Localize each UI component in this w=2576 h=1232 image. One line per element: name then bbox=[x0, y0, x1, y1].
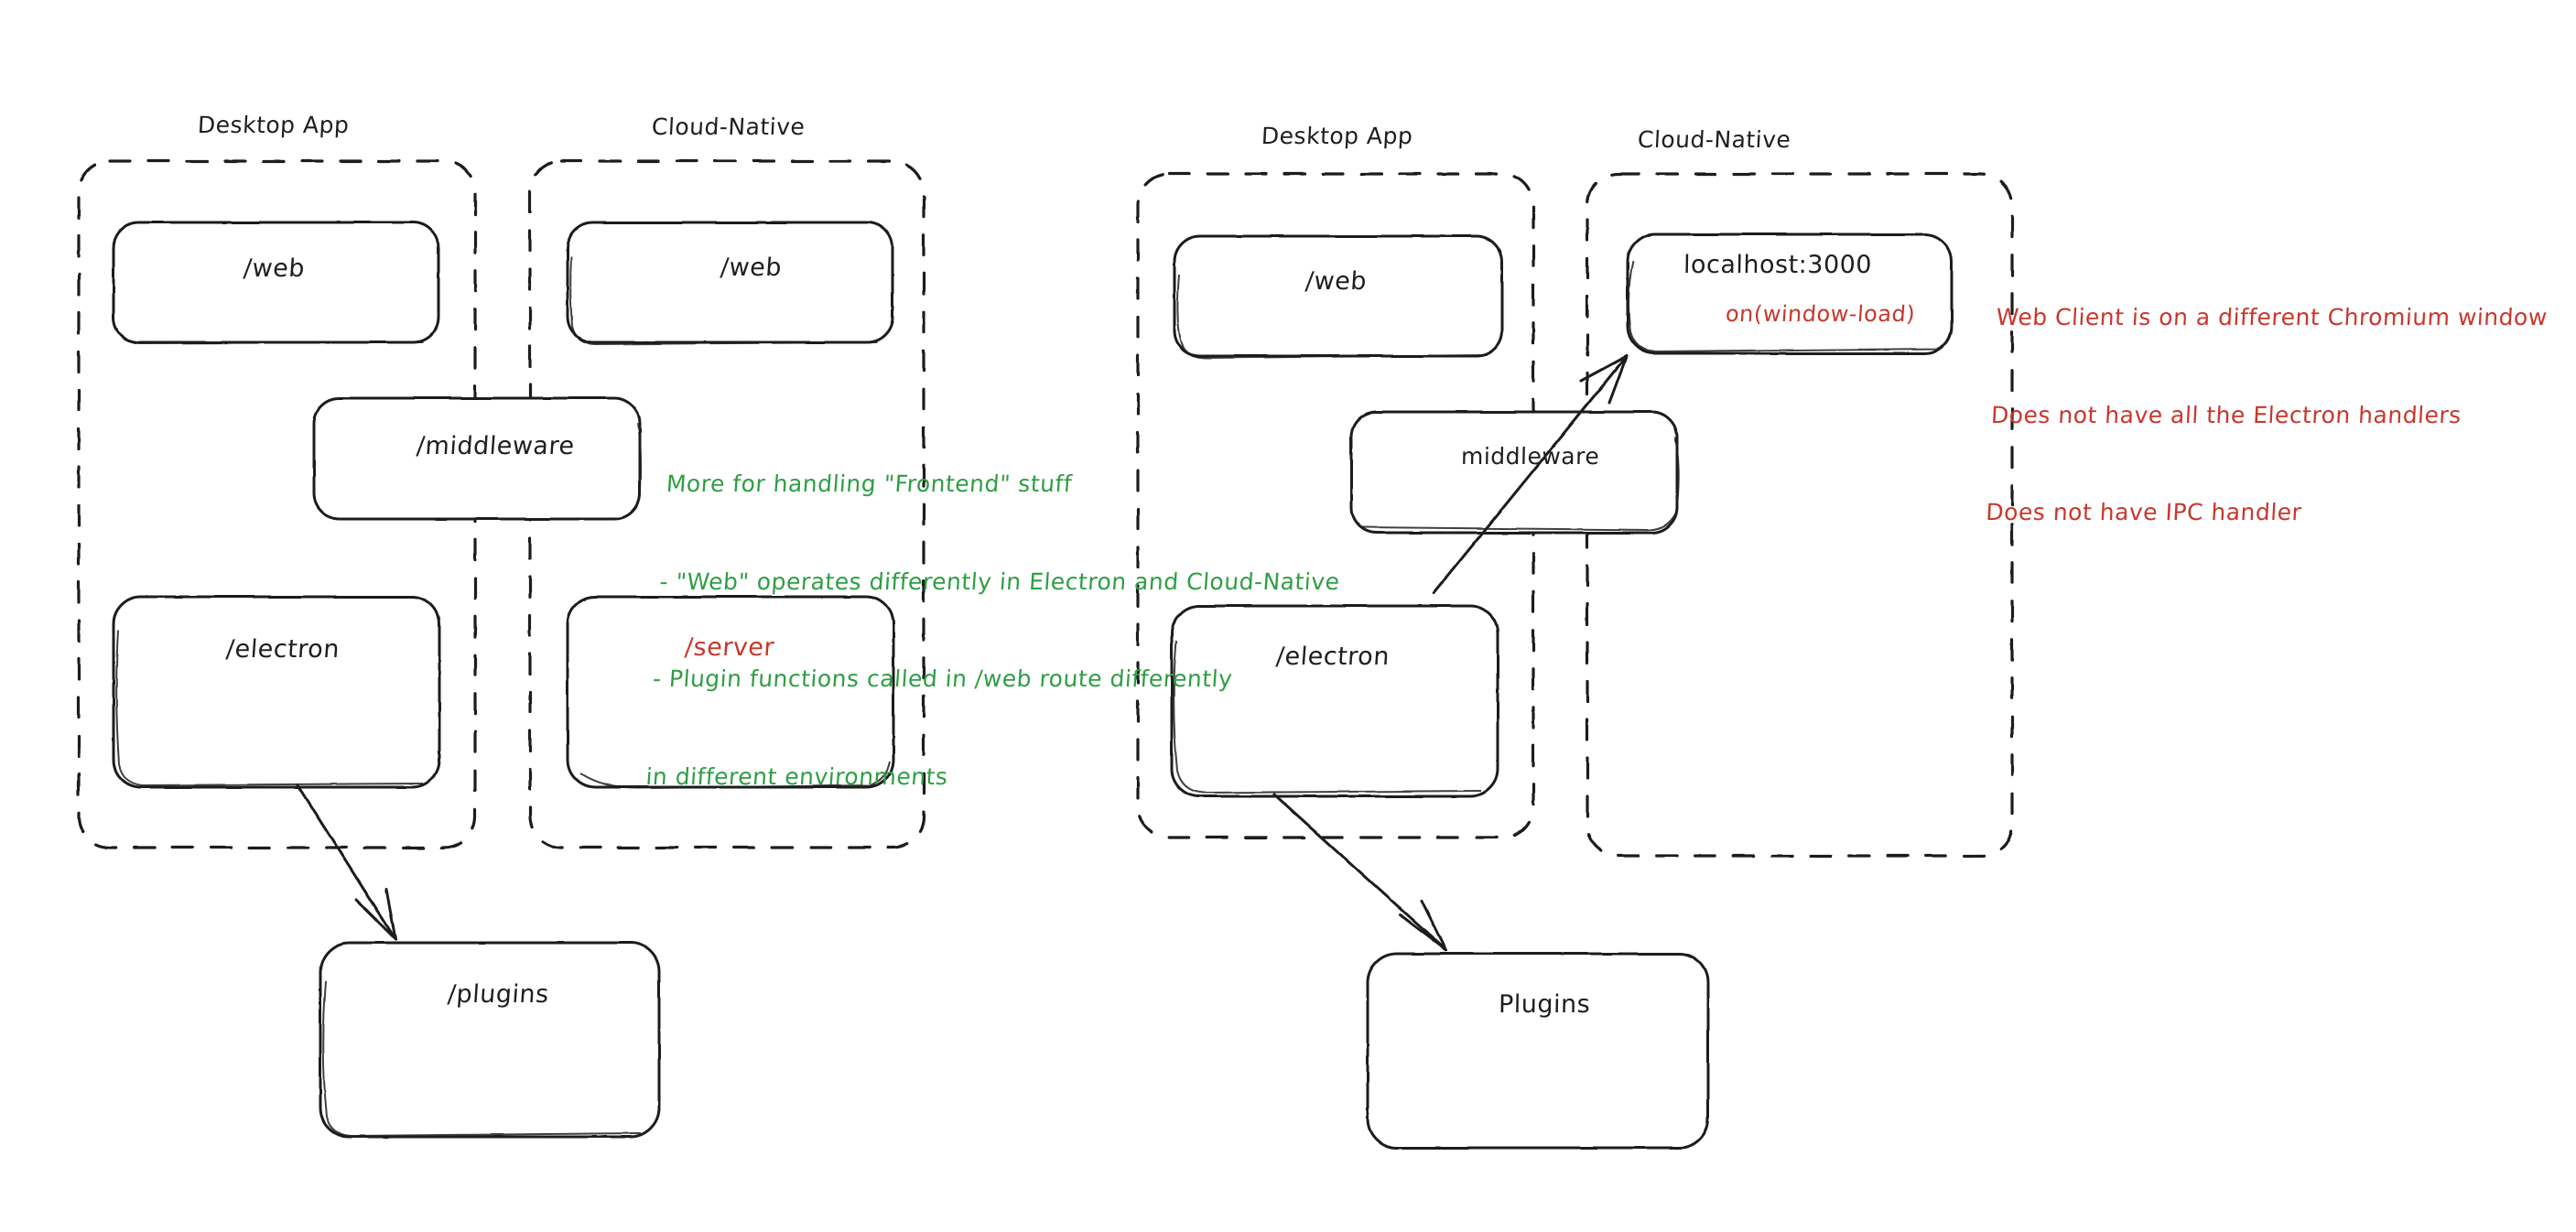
annotation-green-line-1: More for handling "Frontend" stuff bbox=[665, 470, 1074, 497]
box-label-right-plugins: Plugins bbox=[1498, 990, 1591, 1019]
box-sublabel-right-localhost-onload: on(window-load) bbox=[1725, 301, 1917, 327]
panel-title-right-cloud-native: Cloud-Native bbox=[1637, 126, 1792, 153]
box-right-middleware[interactable] bbox=[1349, 410, 1680, 535]
annotation-green-note: More for handling "Frontend" stuff - "We… bbox=[643, 403, 1352, 826]
box-right-electron[interactable] bbox=[1170, 604, 1499, 798]
box-label-right-middleware: middleware bbox=[1460, 443, 1600, 470]
box-label-left-middleware: /middleware bbox=[415, 432, 576, 460]
annotation-green-line-2: - "Web" operates differently in Electron… bbox=[658, 567, 1341, 595]
box-left-plugins[interactable] bbox=[319, 941, 661, 1139]
box-left-electron[interactable] bbox=[112, 595, 441, 789]
annotation-red-line-1: Web Client is on a different Chromium wi… bbox=[1995, 304, 2549, 330]
box-label-left-plugins: /plugins bbox=[446, 980, 550, 1009]
box-label-left-electron: /electron bbox=[224, 635, 341, 664]
annotation-red-note: Web Client is on a different Chromium wi… bbox=[1984, 236, 2552, 561]
annotation-red-line-3: Does not have IPC handler bbox=[1985, 499, 2303, 525]
box-right-plugins[interactable] bbox=[1366, 952, 1710, 1150]
box-label-right-web: /web bbox=[1304, 267, 1369, 296]
box-right-localhost[interactable] bbox=[1626, 232, 1954, 355]
box-label-left-cloud-web: /web bbox=[719, 254, 784, 282]
box-label-right-localhost: localhost:3000 bbox=[1683, 251, 1873, 279]
box-right-web[interactable] bbox=[1173, 234, 1504, 360]
annotation-red-line-2: Does not have all the Electron handlers bbox=[1990, 401, 2462, 428]
annotation-green-line-3: - Plugin functions called in /web route … bbox=[652, 665, 1234, 692]
panel-title-left-desktop-app: Desktop App bbox=[197, 112, 351, 138]
box-left-cloud-web[interactable] bbox=[566, 221, 894, 346]
panel-right-desktop bbox=[1136, 172, 1535, 839]
panel-title-right-desktop-app: Desktop App bbox=[1261, 123, 1414, 149]
panel-title-left-cloud-native: Cloud-Native bbox=[651, 113, 806, 140]
arrow-left-electron-to-plugins bbox=[296, 784, 397, 941]
box-left-server[interactable] bbox=[566, 595, 895, 790]
box-left-web[interactable] bbox=[112, 221, 440, 345]
annotation-green-line-4: in different environments bbox=[644, 762, 949, 790]
box-left-middleware[interactable] bbox=[312, 396, 643, 521]
arrow-right-electron-to-plugins bbox=[1272, 793, 1448, 952]
arrow-right-electron-to-localhost bbox=[1432, 354, 1629, 595]
box-label-left-web: /web bbox=[242, 254, 307, 283]
